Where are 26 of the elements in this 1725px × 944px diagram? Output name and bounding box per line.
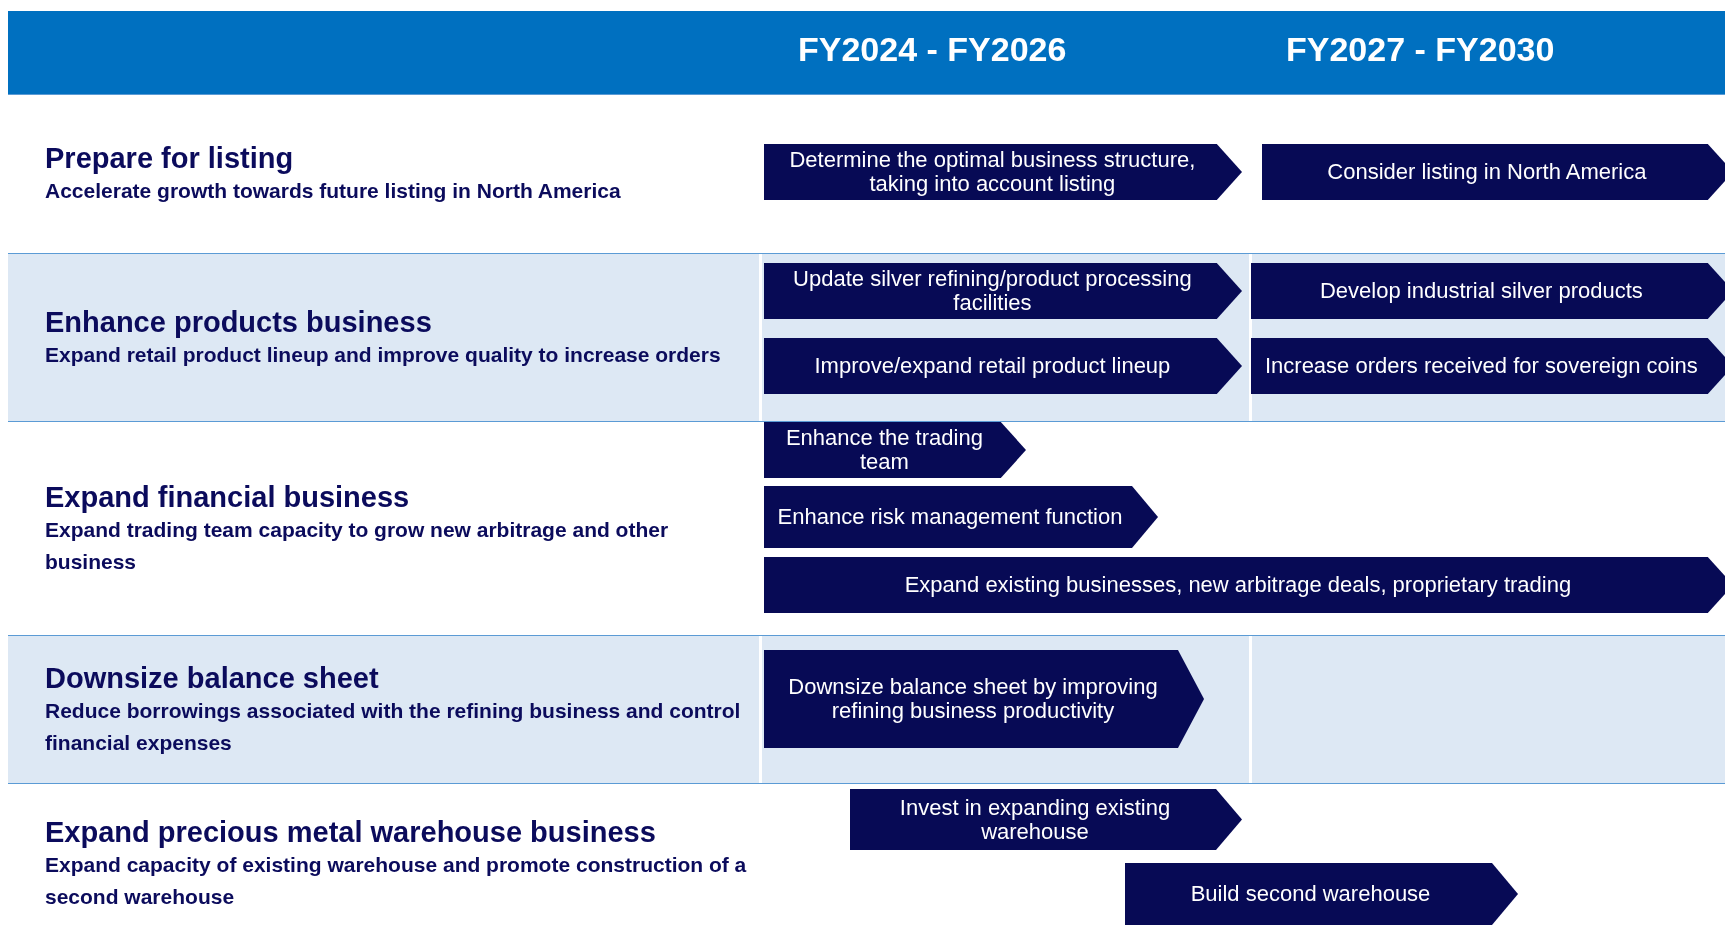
row-title: Prepare for listing — [45, 141, 295, 175]
row-description: Expand retail product lineup and improve quality to increase orders — [45, 341, 722, 368]
task-bar: Determine the optimal business structure, taking into account listing — [764, 144, 1242, 200]
row-description: Accelerate growth towards future listing in North America — [45, 178, 622, 204]
row-description: Reduce borrowings associated with the refining business and control financial expenses — [45, 697, 742, 756]
row-title: Expand financial business — [45, 479, 411, 514]
task-bar: Downsize balance sheet by improving refining business productivity — [764, 650, 1204, 748]
row-title: Expand precious metal warehouse business — [45, 815, 657, 849]
period-heading: FY2027 - FY2030 — [1286, 29, 1555, 69]
task-bar: Expand existing businesses, new arbitrage deals, proprietary trading — [764, 557, 1725, 613]
row-title: Enhance products business — [45, 304, 433, 339]
task-bar: Consider listing in North America — [1262, 144, 1725, 200]
task-bar: Increase orders received for sovereign coins — [1251, 338, 1725, 394]
period-heading: FY2024 - FY2026 — [798, 29, 1067, 69]
task-bar: Develop industrial silver products — [1251, 263, 1725, 319]
task-bar: Build second warehouse — [1125, 863, 1518, 925]
task-bar: Enhance the trading team — [764, 422, 1026, 478]
row-description: Expand trading team capacity to grow new arbitrage and other business — [45, 516, 670, 575]
row-title: Downsize balance sheet — [45, 660, 380, 695]
row-description: Expand capacity of existing warehouse and promote construction of a second warehouse — [45, 852, 748, 910]
task-bar: Enhance risk management function — [764, 486, 1158, 548]
shaded-row-band — [8, 635, 1725, 783]
task-bar: Improve/expand retail product lineup — [764, 338, 1242, 394]
task-bar: Update silver refining/product processing facilities — [764, 263, 1242, 319]
shaded-row-band — [8, 253, 1725, 421]
task-bar: Invest in expanding existing warehouse — [850, 789, 1242, 850]
